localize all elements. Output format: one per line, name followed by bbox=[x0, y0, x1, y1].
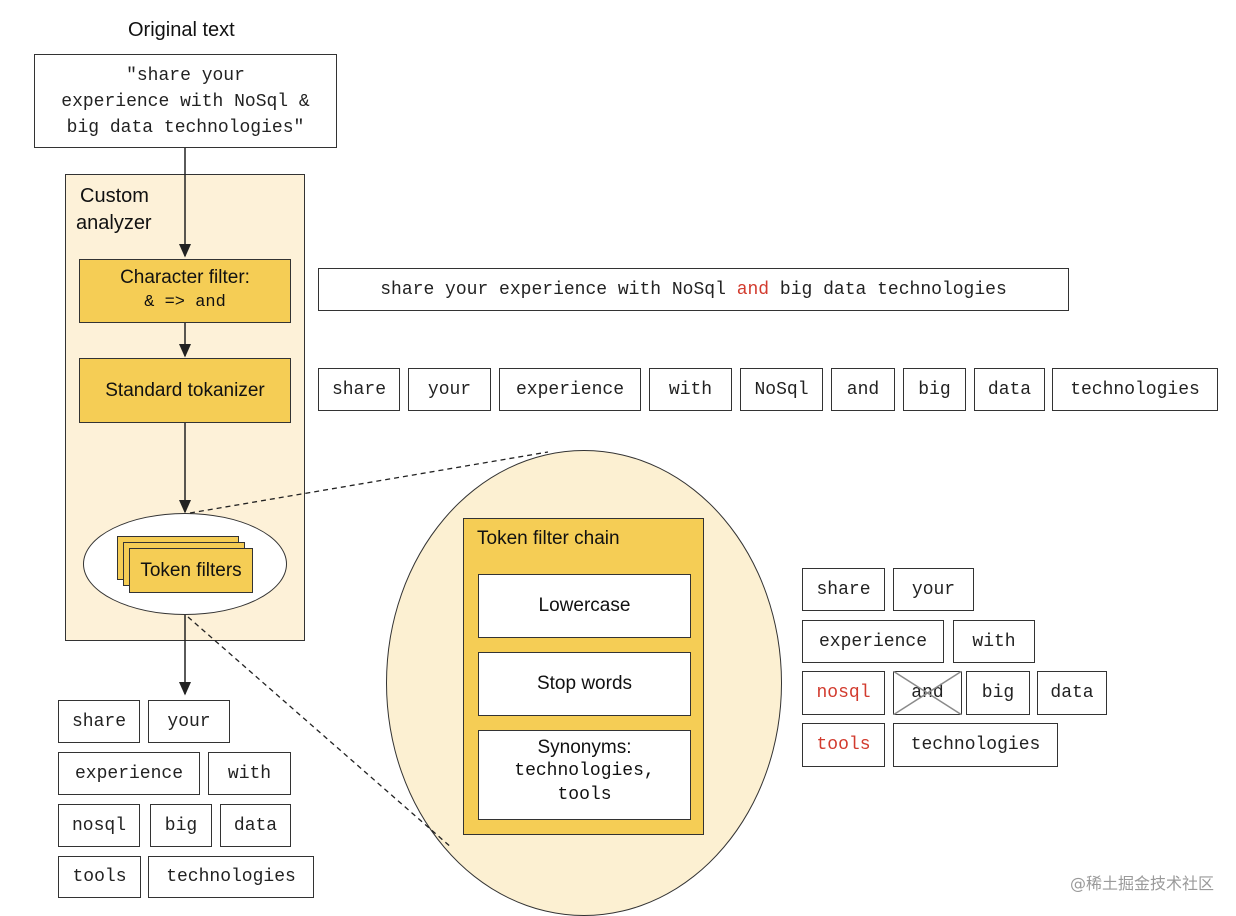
final-token: technologies bbox=[148, 856, 314, 898]
lowercase-filter-box: Lowercase bbox=[478, 574, 691, 638]
custom-analyzer-title-line-2: analyzer bbox=[76, 212, 152, 234]
stop-words-filter-label: Stop words bbox=[536, 673, 633, 694]
tokenizer-token: experience bbox=[499, 368, 641, 411]
stop-words-filter-box: Stop words bbox=[478, 652, 691, 716]
tokenizer-token: and bbox=[831, 368, 895, 411]
token-filter-chain-title: Token filter chain bbox=[477, 528, 620, 549]
final-token: big bbox=[150, 804, 212, 847]
synonyms-filter-label: Synonyms: bbox=[537, 737, 632, 758]
original-text-line-3: big data technologies" bbox=[66, 118, 305, 138]
final-token: share bbox=[58, 700, 140, 743]
filtered-token: with bbox=[953, 620, 1035, 663]
tokenizer-token: with bbox=[649, 368, 732, 411]
filtered-token-tools: tools bbox=[802, 723, 885, 767]
filtered-token: data bbox=[1037, 671, 1107, 715]
token-filters-card-front: Token filters bbox=[129, 548, 253, 593]
char-filter-output-box: share your experience with NoSql and big… bbox=[318, 268, 1069, 311]
filtered-token: share bbox=[802, 568, 885, 611]
filtered-token-nosql: nosql bbox=[802, 671, 885, 715]
original-text-heading: Original text bbox=[128, 19, 235, 41]
final-token: nosql bbox=[58, 804, 140, 847]
char-filter-output-part-1: share your experience with NoSql bbox=[380, 279, 737, 300]
original-text-line-1: "share your bbox=[126, 66, 245, 86]
tokenizer-token: NoSql bbox=[740, 368, 823, 411]
character-filter-box: Character filter: & => and bbox=[79, 259, 291, 323]
zoom-line-bottom bbox=[187, 616, 453, 849]
tokenizer-token: technologies bbox=[1052, 368, 1218, 411]
tokenizer-token: your bbox=[408, 368, 491, 411]
standard-tokenizer-box: Standard tokanizer bbox=[79, 358, 291, 423]
custom-analyzer-title: Custom analyzer bbox=[76, 183, 152, 237]
synonyms-filter-line-1: technologies, bbox=[514, 761, 655, 781]
final-token: data bbox=[220, 804, 291, 847]
original-text-box: "share your experience with NoSql & big … bbox=[34, 54, 337, 148]
standard-tokenizer-label: Standard tokanizer bbox=[105, 379, 265, 401]
tokenizer-token: share bbox=[318, 368, 400, 411]
removed-token-and: and bbox=[892, 670, 962, 715]
watermark-text: @稀土掘金技术社区 bbox=[1070, 874, 1215, 893]
char-filter-output-part-2: big data technologies bbox=[769, 279, 1007, 300]
tokenizer-token: big bbox=[903, 368, 966, 411]
filtered-token: experience bbox=[802, 620, 944, 663]
final-token: tools bbox=[58, 856, 141, 898]
char-filter-output-highlight: and bbox=[736, 279, 770, 300]
filtered-token: big bbox=[966, 671, 1030, 715]
strikeout-cross-icon bbox=[892, 670, 962, 715]
character-filter-label: Character filter: bbox=[120, 267, 250, 288]
final-token: with bbox=[208, 752, 291, 795]
final-token: experience bbox=[58, 752, 200, 795]
zoom-line-top bbox=[189, 451, 549, 514]
filtered-token: your bbox=[893, 568, 974, 611]
final-token: your bbox=[148, 700, 230, 743]
filtered-token: technologies bbox=[893, 723, 1058, 767]
lowercase-filter-label: Lowercase bbox=[538, 595, 631, 616]
custom-analyzer-title-line-1: Custom bbox=[80, 185, 149, 207]
synonyms-filter-box: Synonyms: technologies, tools bbox=[478, 730, 691, 820]
token-filters-label: Token filters bbox=[140, 559, 242, 581]
character-filter-rule: & => and bbox=[144, 293, 226, 312]
original-text-line-2: experience with NoSql & bbox=[61, 92, 310, 112]
tokenizer-token: data bbox=[974, 368, 1045, 411]
synonyms-filter-line-2: tools bbox=[557, 785, 612, 805]
